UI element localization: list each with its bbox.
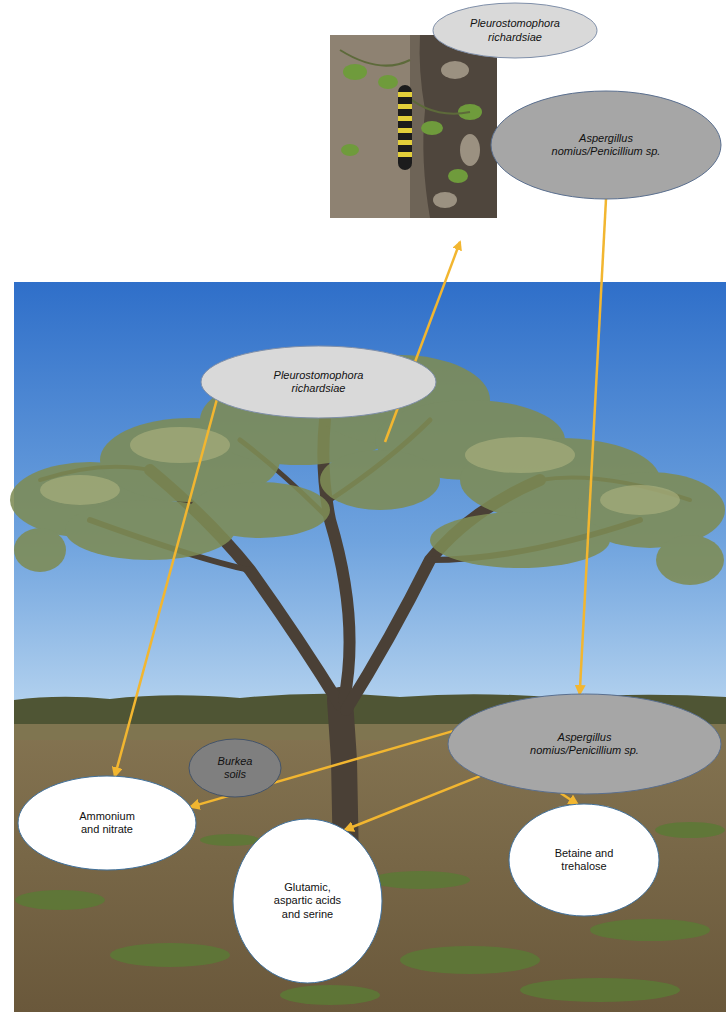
grass-patch: [590, 919, 710, 941]
foliage: [190, 482, 330, 538]
ellipse-shape: [491, 91, 721, 199]
node-label: Pleurostomophora richardsiae: [470, 17, 560, 42]
node-label: Aspergillus nomius/Penicillium sp.: [530, 731, 639, 756]
text-line-block: Ammonium and nitrate: [72, 810, 142, 836]
foliage: [320, 450, 440, 510]
bark-texture: [420, 35, 497, 218]
stripe: [398, 116, 412, 121]
arrow-connector: [115, 400, 217, 776]
text-line-block: Glutamic, aspartic acids and serine: [265, 881, 350, 921]
node-label: Aspergillus nomius/Penicillium sp.: [552, 132, 661, 157]
leaf: [343, 64, 367, 80]
twig: [340, 50, 470, 114]
node-label: Glutamic, aspartic acids and serine: [274, 881, 341, 919]
fungus-ellipse: Pleurostomophora richardsiae: [200, 345, 437, 419]
text-line-block: Aspergillus nomius/Penicillium sp.: [541, 132, 671, 158]
text-line-block: Pleurostomophora richardsiae: [460, 17, 570, 43]
ellipse-shape: [18, 776, 196, 870]
bark-patches: [433, 61, 480, 208]
foliage: [130, 427, 230, 463]
soil-ellipse: Burkea soils: [188, 738, 282, 798]
leaf: [378, 75, 398, 89]
stripe: [398, 140, 412, 145]
stripe: [398, 92, 412, 97]
foliage: [656, 535, 724, 585]
ellipse-shape: [448, 694, 721, 794]
bark-patch: [433, 192, 457, 208]
node-text-block: Aspergillus nomius/Penicillium sp.: [520, 731, 650, 757]
arrow-connector: [580, 199, 606, 694]
leaf: [421, 121, 443, 135]
fungus-ellipse: Aspergillus nomius/Penicillium sp.: [490, 90, 722, 200]
ellipse-shape: [201, 346, 436, 418]
compound-circle: Glutamic, aspartic acids and serine: [232, 818, 383, 984]
node-text-block: Pleurostomophora richardsiae: [264, 369, 374, 395]
leaf: [341, 144, 359, 156]
caterpillar: [398, 85, 412, 170]
grass-patch: [400, 946, 540, 974]
grass-patch: [520, 978, 680, 1002]
node-label: Ammonium and nitrate: [79, 810, 135, 835]
fungus-ellipse: Aspergillus nomius/Penicillium sp.: [447, 693, 722, 795]
stripe: [398, 104, 412, 109]
node-label: Betaine and trehalose: [555, 847, 614, 872]
foliage: [40, 475, 120, 505]
foliage: [14, 528, 66, 572]
pointer-arrow: [385, 242, 460, 442]
grass-patch: [200, 834, 260, 846]
leaves: [341, 64, 482, 183]
node-text-block: Ammonium and nitrate: [72, 810, 142, 836]
ellipse-shape: [233, 819, 382, 983]
arrow-connector: [345, 776, 480, 830]
bark-patch: [460, 134, 480, 166]
grass-patch: [655, 822, 725, 838]
node-label: Burkea soils: [218, 755, 253, 780]
compound-ellipse: Ammonium and nitrate: [17, 775, 197, 871]
foliage: [465, 437, 575, 473]
arrow-connector: [561, 793, 578, 804]
text-line-block: Pleurostomophora richardsiae: [264, 369, 374, 395]
node-text-block: Betaine and trehalose: [547, 847, 622, 873]
leaf: [448, 169, 468, 183]
node-text-block: Pleurostomophora richardsiae: [460, 17, 570, 43]
text-line-block: Burkea soils: [211, 755, 259, 781]
grass-patch: [15, 890, 105, 910]
node-text-block: Glutamic, aspartic acids and serine: [265, 881, 350, 921]
ellipse-shape: [509, 804, 659, 916]
compound-ellipse: Betaine and trehalose: [508, 803, 660, 917]
text-line-block: Aspergillus nomius/Penicillium sp.: [520, 731, 650, 757]
grass-patch: [110, 943, 230, 967]
grass-patch: [370, 871, 470, 889]
inset-photo: [330, 35, 497, 218]
bark-patch: [441, 61, 469, 79]
node-text-block: Aspergillus nomius/Penicillium sp.: [541, 132, 671, 158]
node-text-block: Burkea soils: [211, 755, 259, 781]
grass-patch: [280, 985, 380, 1005]
stripe: [398, 128, 412, 133]
fungus-ellipse: Pleurostomophora richardsiae: [432, 2, 598, 59]
node-label: Pleurostomophora richardsiae: [274, 369, 364, 394]
foliage: [430, 512, 610, 568]
ellipse-shape: [433, 3, 597, 58]
ellipse-shape: [189, 739, 281, 797]
text-line-block: Betaine and trehalose: [547, 847, 622, 873]
stripe: [398, 152, 412, 157]
foliage: [600, 485, 680, 515]
caterpillar-body: [398, 85, 412, 170]
